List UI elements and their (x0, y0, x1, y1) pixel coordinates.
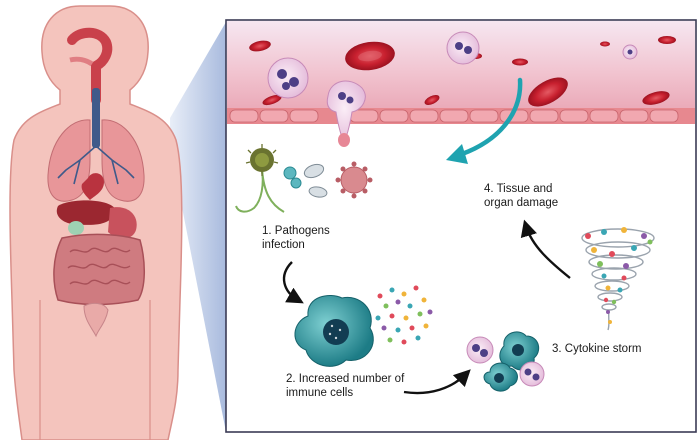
extravasation-arrow (459, 77, 523, 157)
bladder (83, 302, 109, 338)
step-4-label: 4. Tissue and organ damage (484, 183, 559, 209)
immune-cell-cluster (294, 285, 433, 367)
heart (81, 173, 104, 200)
zoom-connector (170, 22, 226, 432)
stomach (108, 207, 137, 239)
liver (56, 200, 116, 225)
activated-immune-cells (466, 331, 545, 392)
endothelium (229, 109, 679, 123)
nasal-airway (67, 27, 113, 105)
gallbladder (68, 221, 84, 235)
arrow-step2-to-step3 (403, 369, 471, 395)
blood-vessel (227, 21, 695, 147)
leukocytes-in-vessel (267, 31, 638, 147)
storm-particles (585, 227, 653, 324)
arrow-step1-to-step2 (282, 261, 304, 304)
right-lung (101, 119, 145, 202)
arrow-step3-to-step4 (520, 219, 571, 279)
intestines (53, 233, 145, 306)
cytokine-storm-tornado (581, 228, 655, 331)
step-1-label: 1. Pathogens infection (262, 225, 330, 251)
human-body-figure (9, 5, 183, 440)
step-2-label: 2. Increased number of immune cells (286, 373, 405, 399)
step-3-label: 3. Cytokine storm (552, 343, 642, 355)
cytokine-particles (375, 285, 433, 345)
pathogens-cluster (235, 144, 373, 213)
trachea (92, 88, 100, 148)
bronchi (57, 145, 135, 185)
